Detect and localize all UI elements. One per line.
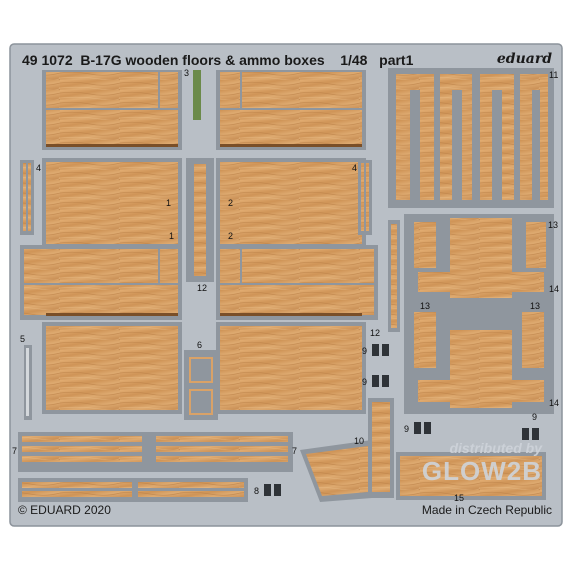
sheet-title: 49 1072 B-17G wooden floors & ammo boxes… <box>22 52 413 68</box>
floor-panel-3-top <box>20 245 182 320</box>
angled-floor-part-10 <box>300 398 546 502</box>
part-number-6: 6 <box>197 340 203 350</box>
part-number-13b: 13 <box>420 301 431 311</box>
part-number-14a: 14 <box>549 284 560 294</box>
part-number-9b: 9 <box>362 377 368 387</box>
strip-part-3 <box>193 70 201 120</box>
part-number-1a: 1 <box>166 198 172 208</box>
strips-part-8 <box>18 478 248 502</box>
floor-panel-4-bottom <box>216 322 366 414</box>
floor-panel-4-top <box>216 245 378 320</box>
part-number-8: 8 <box>254 486 260 496</box>
part-number-11: 11 <box>549 70 559 80</box>
part-number-9c: 9 <box>404 424 410 434</box>
watermark-line2: GLOW2B <box>421 456 542 486</box>
sheet-code: 49 1072 <box>22 52 73 68</box>
slat-part-4-left <box>20 160 34 235</box>
watermark-line1: distributed by <box>449 440 542 456</box>
part-number-13a: 13 <box>548 220 559 230</box>
sheet-name: B-17G wooden floors & ammo boxes <box>80 52 325 68</box>
part-number-4-left: 4 <box>36 163 42 173</box>
ammo-chute-part-11 <box>388 68 554 208</box>
origin-text: Made in Czech Republic <box>421 503 552 517</box>
part-number-7-left: 7 <box>12 446 18 456</box>
watermark: distributed by GLOW2B <box>422 440 542 487</box>
part-number-4-right: 4 <box>352 163 358 173</box>
part-number-14b: 14 <box>549 398 560 408</box>
strips-part-7 <box>18 432 293 472</box>
ammo-box-parts-13-14 <box>404 214 554 414</box>
slat-part-4-right <box>358 160 372 235</box>
part-number-2b: 2 <box>228 231 234 241</box>
brand-logo: eduard <box>496 51 552 67</box>
part-number-9a: 9 <box>362 346 368 356</box>
floor-panel-1-top <box>42 70 182 150</box>
part-number-13c: 13 <box>530 301 541 311</box>
floor-panel-2-bottom <box>216 158 366 248</box>
floor-panel-2-top <box>216 70 366 150</box>
part-number-10: 10 <box>354 436 365 446</box>
part-number-5: 5 <box>20 334 26 344</box>
part-number-7-right: 7 <box>292 446 298 456</box>
part-number-1b: 1 <box>169 231 175 241</box>
floor-panel-3-bottom <box>42 322 182 414</box>
copyright-text: © EDUARD 2020 <box>18 503 111 517</box>
sheet-scale: 1/48 <box>340 52 368 68</box>
tab-pairs-part-9 <box>264 344 539 496</box>
frame-part-6 <box>184 350 218 420</box>
part-number-12-right: 12 <box>370 328 381 338</box>
part-number-3: 3 <box>184 68 190 78</box>
part-number-12: 12 <box>197 283 208 293</box>
strip-part-12 <box>186 158 214 282</box>
part-number-2a: 2 <box>228 198 234 208</box>
sheet-part: part1 <box>379 52 414 68</box>
part-number-15: 15 <box>454 493 465 503</box>
floor-panel-1-bottom <box>42 158 182 248</box>
part-number-9d: 9 <box>532 412 538 422</box>
